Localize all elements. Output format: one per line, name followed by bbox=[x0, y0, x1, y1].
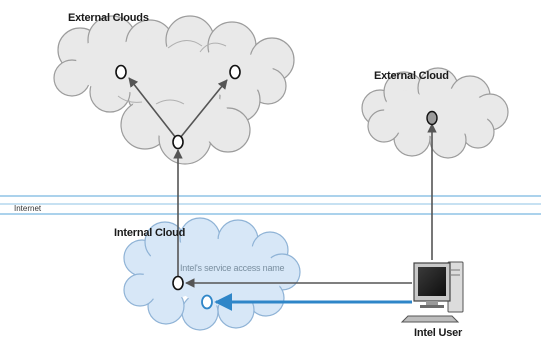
external-clouds-shape bbox=[53, 15, 295, 165]
intel-user-label: Intel User bbox=[414, 327, 463, 339]
external-cloud-node bbox=[426, 110, 438, 126]
external-clouds-label: External Clouds bbox=[68, 12, 149, 24]
nodes bbox=[115, 64, 438, 310]
service-access-node bbox=[172, 275, 184, 291]
branch-node bbox=[172, 134, 184, 150]
arrow-to-external-node-right bbox=[179, 79, 228, 139]
connection-arrows bbox=[128, 77, 437, 311]
external-cloud-shape bbox=[361, 67, 509, 159]
internet-label: Internet bbox=[14, 204, 42, 213]
arrow-to-external-node-left bbox=[128, 77, 177, 139]
internal-cloud-label: Internal Cloud bbox=[114, 227, 186, 239]
external-node-left bbox=[115, 64, 127, 80]
external-cloud-label: External Cloud bbox=[374, 70, 449, 82]
external-node-right bbox=[229, 64, 241, 80]
internal-user-node bbox=[201, 294, 213, 310]
service-access-name-label: Intel's service access name bbox=[180, 263, 285, 273]
internet-band bbox=[0, 195, 541, 215]
desktop-computer-icon bbox=[400, 261, 464, 323]
